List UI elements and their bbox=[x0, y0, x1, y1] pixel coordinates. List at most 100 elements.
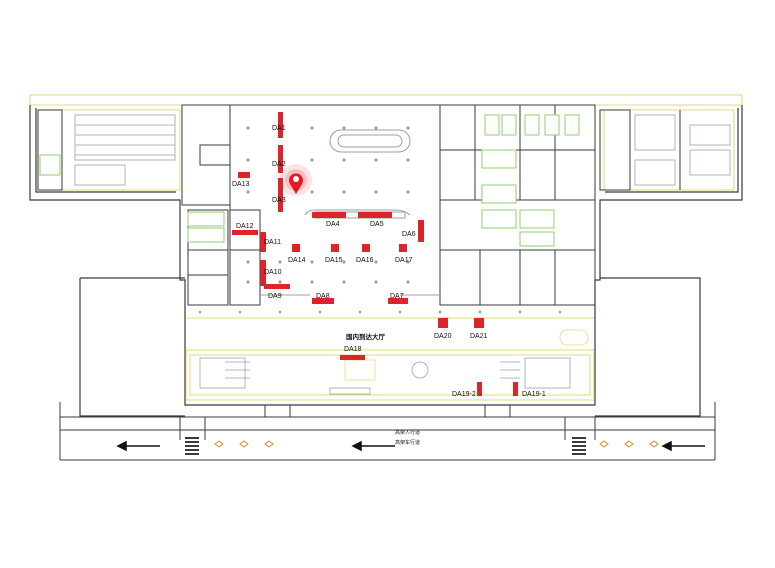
ad-spot-marker[interactable] bbox=[418, 220, 424, 242]
ad-spot-marker[interactable] bbox=[399, 244, 407, 252]
ad-spot-da12[interactable]: DA12 bbox=[232, 223, 258, 235]
ad-spot-marker[interactable] bbox=[362, 244, 370, 252]
column-dot bbox=[342, 280, 346, 284]
ad-spot-da2[interactable]: DA2 bbox=[272, 145, 286, 173]
ad-spot-label: DA20 bbox=[434, 333, 452, 340]
ad-spot-marker[interactable] bbox=[278, 178, 283, 212]
column-dot bbox=[406, 280, 410, 284]
ad-spot-label: DA2 bbox=[272, 161, 286, 168]
column-dot bbox=[358, 310, 362, 314]
ad-spot-label: DA17 bbox=[395, 257, 413, 264]
ad-spot-da21[interactable]: DA21 bbox=[470, 318, 488, 340]
column-dot bbox=[406, 190, 410, 194]
column-dot bbox=[246, 260, 250, 264]
ad-spot-da3[interactable]: DA3 bbox=[272, 178, 286, 212]
column-dot bbox=[374, 260, 378, 264]
ad-spot-da4[interactable]: DA4 bbox=[312, 212, 346, 228]
ad-spot-da11[interactable]: DA11 bbox=[260, 232, 281, 252]
ad-spot-label: DA18 bbox=[344, 346, 362, 353]
column-dot bbox=[518, 310, 522, 314]
column-dot bbox=[310, 158, 314, 162]
left-rooms bbox=[37, 104, 261, 306]
ad-spot-da7[interactable]: DA7 bbox=[388, 293, 408, 304]
ad-spot-marker[interactable] bbox=[358, 212, 392, 218]
column-dot bbox=[246, 158, 250, 162]
road-structure bbox=[59, 402, 716, 461]
column-dot bbox=[278, 280, 282, 284]
column-dot bbox=[198, 310, 202, 314]
floor-lines bbox=[61, 109, 735, 401]
ad-spot-marker[interactable] bbox=[513, 382, 518, 396]
walkway-label: 高架人行道 bbox=[395, 429, 420, 436]
column-dot bbox=[406, 126, 410, 130]
ad-spot-marker[interactable] bbox=[477, 382, 482, 396]
ad-spot-label: DA21 bbox=[470, 333, 488, 340]
ad-spot-da1[interactable]: DA1 bbox=[272, 112, 286, 138]
ad-spot-marker[interactable] bbox=[388, 298, 408, 304]
ad-spot-da18[interactable]: DA18 bbox=[340, 346, 365, 360]
ad-spot-marker[interactable] bbox=[331, 244, 339, 252]
ad-spot-da16[interactable]: DA16 bbox=[356, 244, 374, 264]
ad-spot-da19-1[interactable]: DA19-1 bbox=[513, 382, 546, 398]
ad-spot-da6[interactable]: DA6 bbox=[402, 220, 424, 242]
ad-spot-label: DA8 bbox=[316, 293, 330, 300]
ad-spot-label: DA3 bbox=[272, 197, 286, 204]
column-dot bbox=[374, 190, 378, 194]
column-dot bbox=[558, 310, 562, 314]
ad-spot-da20[interactable]: DA20 bbox=[434, 318, 452, 340]
column-dot bbox=[246, 190, 250, 194]
ad-spot-marker[interactable] bbox=[278, 145, 283, 173]
column-dot bbox=[310, 126, 314, 130]
ad-spot-da10[interactable]: DA10 bbox=[260, 260, 282, 286]
column-dot bbox=[374, 280, 378, 284]
ad-spot-da17[interactable]: DA17 bbox=[395, 244, 413, 264]
column-dot bbox=[398, 310, 402, 314]
ad-spot-label: DA12 bbox=[236, 223, 254, 230]
ad-spot-label: DA13 bbox=[232, 181, 250, 188]
ad-spot-da14[interactable]: DA14 bbox=[288, 244, 306, 264]
column-dot bbox=[374, 158, 378, 162]
ad-spot-da9[interactable]: DA9 bbox=[264, 284, 290, 300]
ad-spot-marker[interactable] bbox=[312, 212, 346, 218]
ad-spot-marker[interactable] bbox=[312, 298, 334, 304]
column-dot bbox=[438, 310, 442, 314]
ad-spot-marker[interactable] bbox=[238, 172, 250, 178]
ad-spot-marker[interactable] bbox=[264, 284, 290, 289]
right-lounge bbox=[634, 114, 731, 186]
column-dot bbox=[406, 260, 410, 264]
arrival-hall bbox=[199, 329, 589, 395]
ad-spot-marker[interactable] bbox=[292, 244, 300, 252]
column-dot bbox=[238, 310, 242, 314]
column-dot bbox=[478, 310, 482, 314]
left-seating bbox=[74, 114, 176, 186]
column-dot bbox=[310, 190, 314, 194]
roadway-label: 高架车行道 bbox=[395, 439, 420, 446]
column-dot bbox=[310, 260, 314, 264]
column-dot bbox=[342, 260, 346, 264]
ad-spot-da5[interactable]: DA5 bbox=[358, 212, 392, 228]
ad-spot-marker[interactable] bbox=[340, 355, 365, 360]
ad-spot-marker[interactable] bbox=[260, 232, 266, 252]
ad-spot-marker[interactable] bbox=[232, 230, 258, 235]
ad-spot-label: DA5 bbox=[370, 221, 384, 228]
ad-spot-marker[interactable] bbox=[474, 318, 484, 328]
ad-spot-label: DA7 bbox=[390, 293, 404, 300]
ad-spot-label: DA19-1 bbox=[522, 391, 546, 398]
column-dot bbox=[246, 280, 250, 284]
ad-spot-label: DA19-2 bbox=[452, 391, 476, 398]
location-pin-icon[interactable] bbox=[280, 164, 312, 196]
ad-spot-da13[interactable]: DA13 bbox=[232, 172, 250, 188]
ad-spot-da15[interactable]: DA15 bbox=[325, 244, 343, 264]
ad-spot-marker[interactable] bbox=[260, 260, 266, 286]
ad-spot-label: DA4 bbox=[326, 221, 340, 228]
ad-spot-marker[interactable] bbox=[438, 318, 448, 328]
ad-spot-da19-2[interactable]: DA19-2 bbox=[452, 382, 482, 398]
ad-spot-label: DA10 bbox=[264, 269, 282, 276]
column-dot bbox=[278, 310, 282, 314]
ad-spot-marker[interactable] bbox=[278, 112, 283, 138]
ad-spot-da8[interactable]: DA8 bbox=[312, 293, 334, 304]
ad-spot-label: DA6 bbox=[402, 231, 416, 238]
column-dot bbox=[342, 126, 346, 130]
